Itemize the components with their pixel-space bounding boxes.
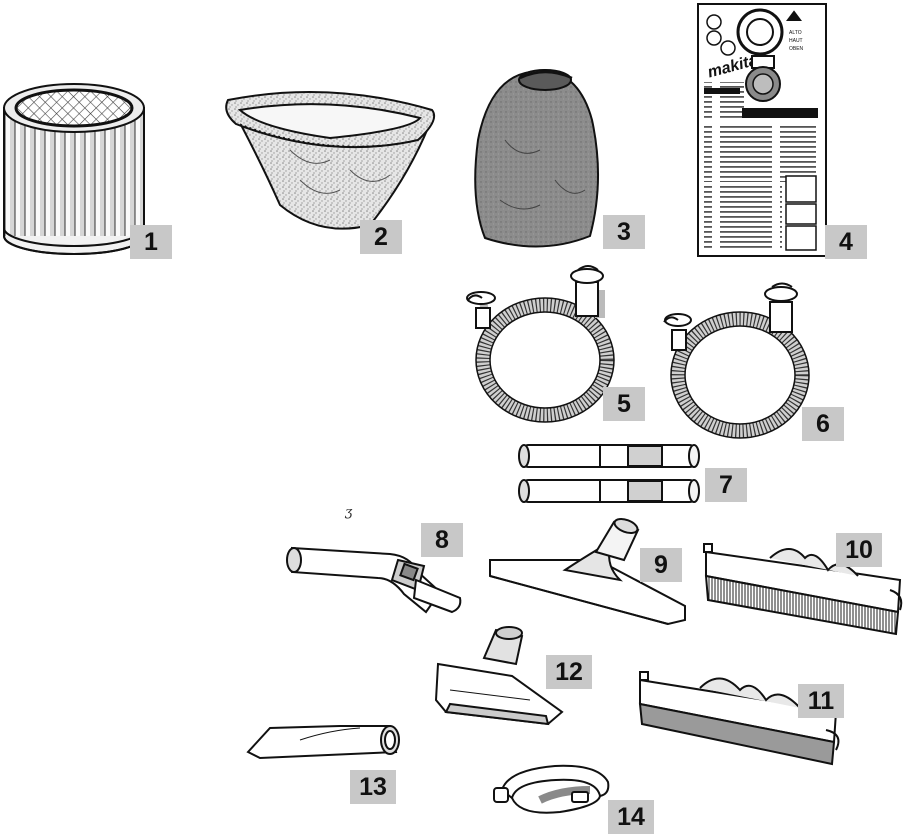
cartridge-filter-icon [3, 83, 145, 255]
part-number-5: 5 [603, 387, 645, 421]
squeegee-floor-nozzle-icon [638, 671, 840, 766]
svg-text:ALTO: ALTO [789, 30, 802, 36]
part-number-11: 11 [798, 684, 844, 718]
floor-nozzle-icon [489, 518, 686, 626]
hose-icon [663, 282, 810, 439]
svg-text:HAUT: HAUT [789, 38, 803, 44]
hose-clip-icon [493, 764, 610, 814]
part-number-2: 2 [360, 220, 402, 254]
extension-wand-icon [518, 444, 700, 503]
part-number-7: 7 [705, 468, 747, 502]
stray-mark: ʒ [345, 505, 353, 520]
svg-text:OBEN: OBEN [789, 46, 804, 52]
part-number-10: 10 [836, 533, 882, 567]
part-number-14: 14 [608, 800, 654, 834]
bent-pipe-icon [286, 546, 462, 614]
hose-icon [466, 265, 615, 423]
part-number-6: 6 [802, 407, 844, 441]
part-number-4: 4 [825, 225, 867, 259]
part-number-3: 3 [603, 215, 645, 249]
part-number-1: 1 [130, 225, 172, 259]
part-number-9: 9 [640, 548, 682, 582]
cloth-filter-bag-icon [225, 91, 436, 230]
brush-floor-nozzle-icon [703, 543, 903, 636]
crevice-nozzle-icon [246, 725, 400, 760]
part-number-13: 13 [350, 770, 396, 804]
paper-dust-bag-icon: ALTO HAUT OBEN makita [697, 3, 827, 257]
upholstery-nozzle-icon [434, 626, 564, 726]
part-number-8: 8 [421, 523, 463, 557]
filter-cover-bag-icon [474, 68, 600, 248]
part-number-12: 12 [546, 655, 592, 689]
